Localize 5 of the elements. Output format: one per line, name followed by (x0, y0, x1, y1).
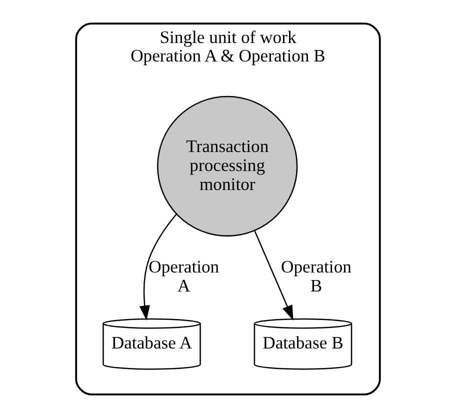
node-circle: Transaction processing monitor (157, 96, 298, 237)
edge-label: Operation A (148, 256, 220, 296)
arrow (254, 230, 294, 320)
arrow (139, 214, 177, 321)
edge-label: Operation B (280, 256, 352, 296)
